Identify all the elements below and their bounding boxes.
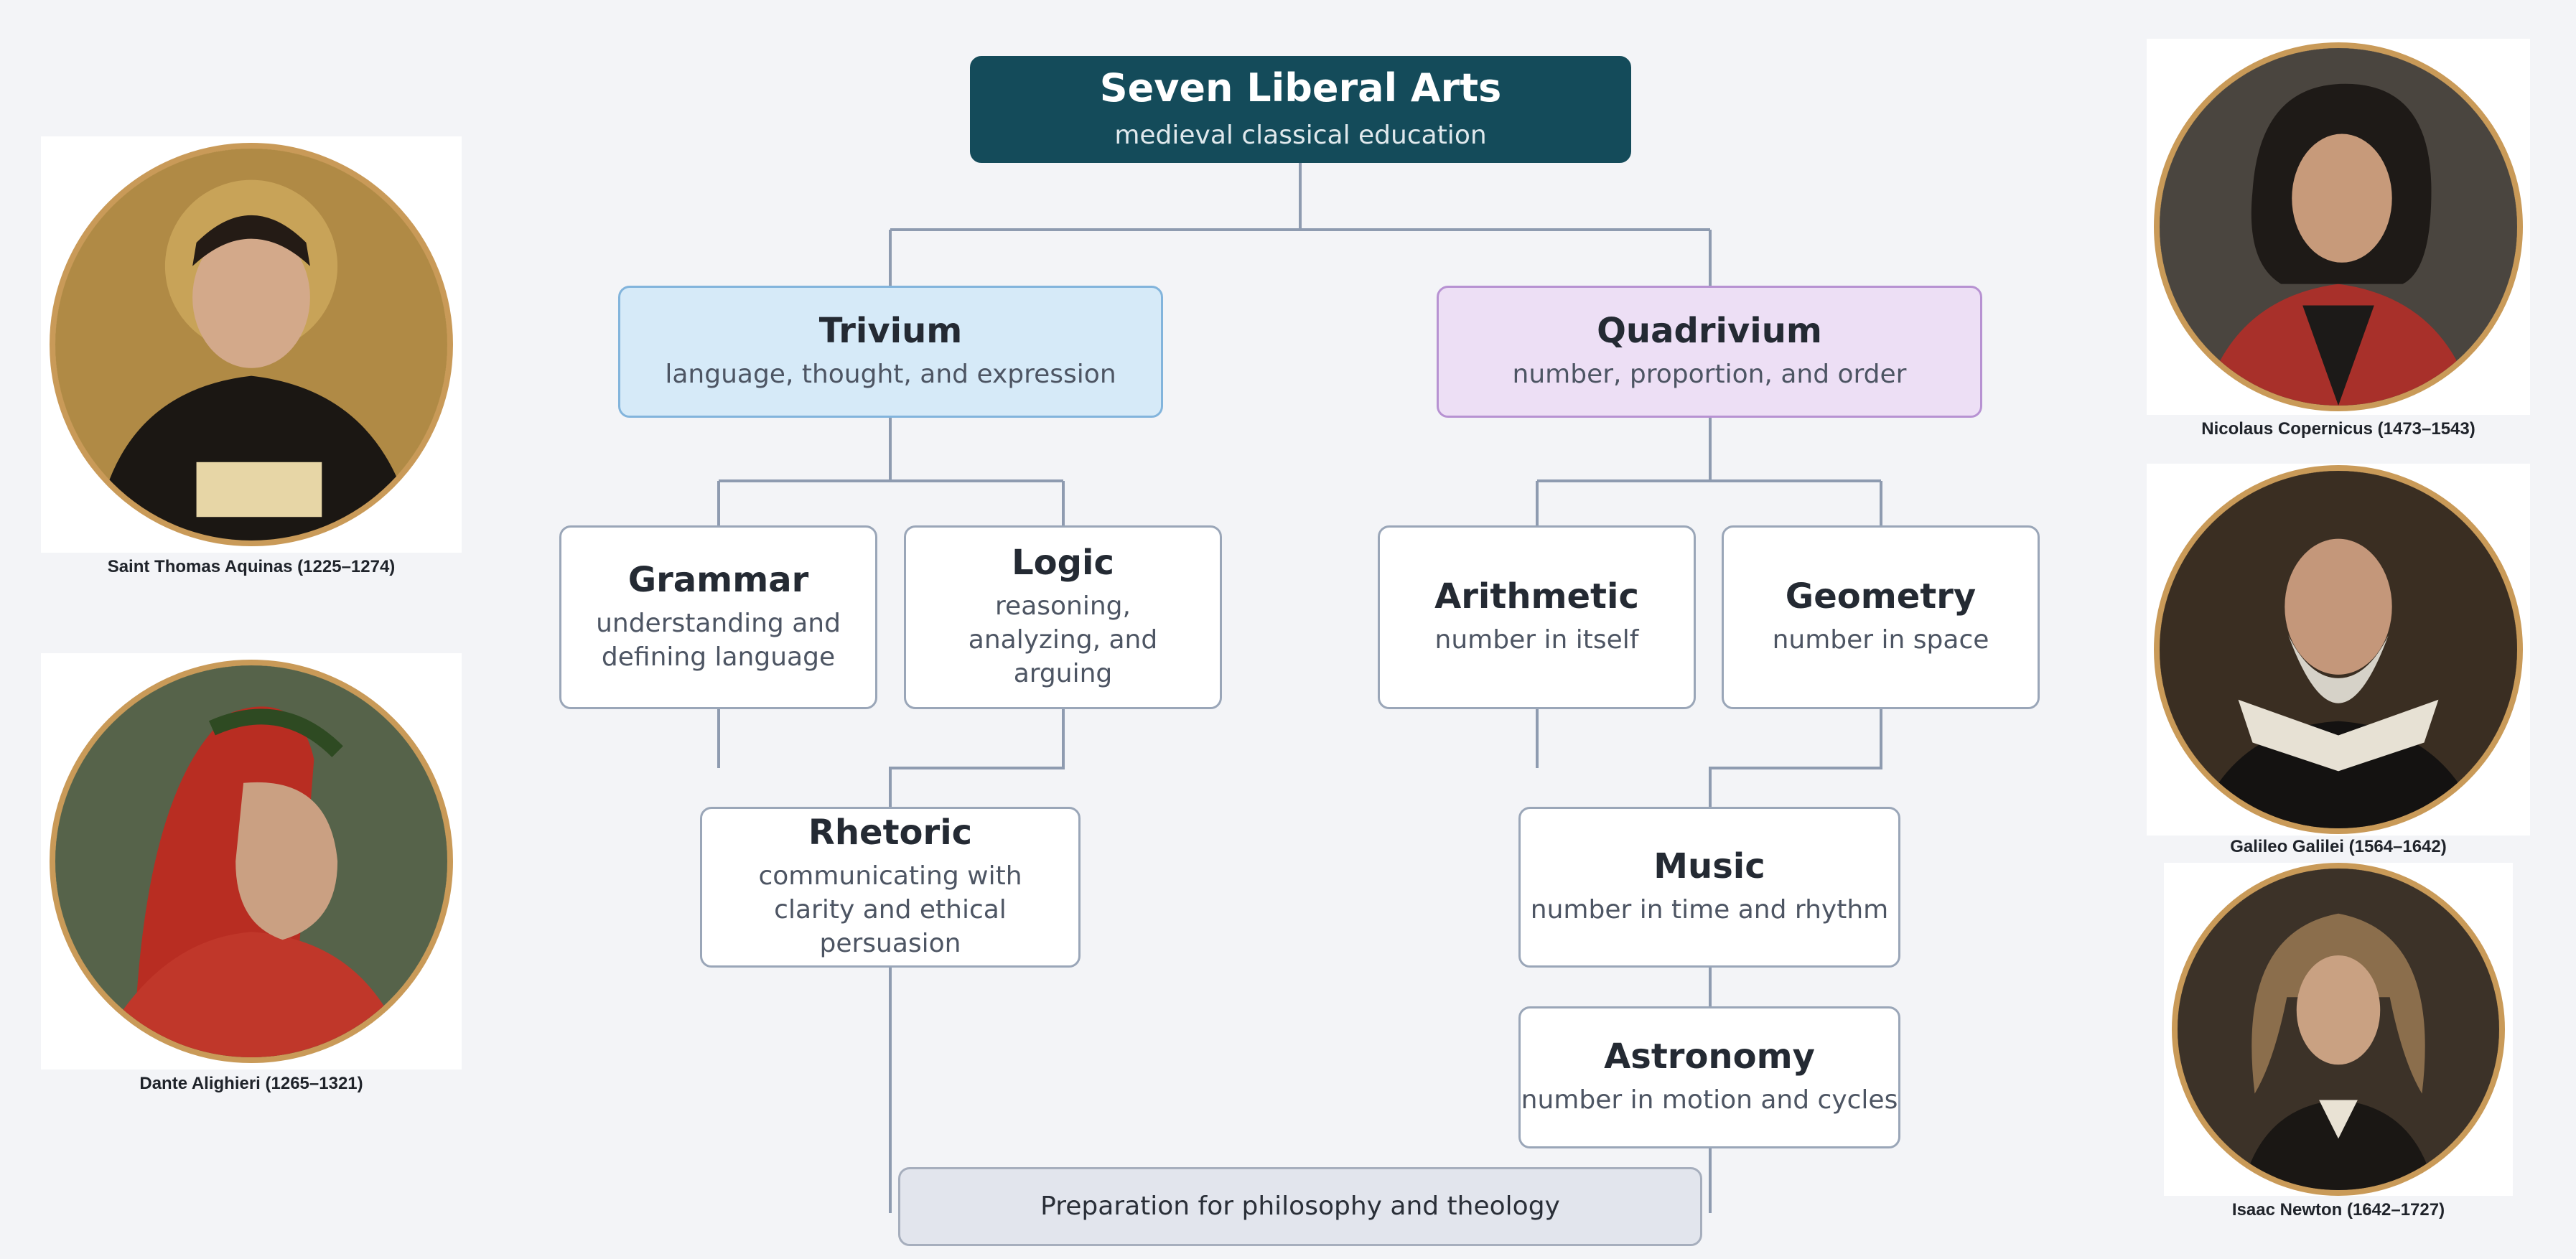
- rhetoric-node: Rhetoric communicating with clarity and …: [700, 807, 1081, 968]
- newton-image: [2178, 869, 2499, 1190]
- copernicus-caption: Nicolaus Copernicus (1473–1543): [2201, 419, 2475, 439]
- music-node: Music number in time and rhythm: [1518, 807, 1900, 968]
- trivium-title: Trivium: [818, 311, 963, 351]
- footer-node: Preparation for philosophy and theology: [898, 1167, 1702, 1246]
- galileo-portrait: [2147, 464, 2530, 836]
- logic-subtitle: reasoning, analyzing, and arguing: [968, 591, 1158, 688]
- trivium-subtitle: language, thought, and expression: [665, 360, 1116, 390]
- music-subtitle: number in time and rhythm: [1530, 895, 1889, 925]
- logic-title: Logic: [1012, 543, 1114, 584]
- dante-image: [55, 665, 447, 1057]
- arithmetic-subtitle: number in itself: [1434, 625, 1639, 655]
- root-subtitle: medieval classical education: [1114, 121, 1487, 151]
- newton-caption: Isaac Newton (1642–1727): [2231, 1200, 2445, 1220]
- rhetoric-title: Rhetoric: [808, 813, 973, 853]
- galileo-caption: Galileo Galilei (1564–1642): [2230, 837, 2447, 856]
- geometry-title: Geometry: [1785, 576, 1977, 617]
- grammar-node: Grammar understanding and defining langu…: [559, 525, 877, 709]
- geometry-node: Geometry number in space: [1722, 525, 2040, 709]
- aquinas-portrait: [41, 136, 462, 553]
- quadrivium-subtitle: number, proportion, and order: [1512, 360, 1907, 390]
- galileo-image: [2160, 471, 2517, 828]
- newton-portrait: [2164, 863, 2513, 1196]
- grammar-title: Grammar: [627, 559, 809, 600]
- aquinas-caption: Saint Thomas Aquinas (1225–1274): [107, 557, 396, 576]
- logic-node: Logic reasoning, analyzing, and arguing: [904, 525, 1222, 709]
- aquinas-image: [55, 149, 447, 540]
- quadrivium-node: Quadrivium number, proportion, and order: [1437, 286, 1982, 418]
- rhetoric-subtitle: communicating with clarity and ethical p…: [758, 861, 1022, 958]
- copernicus-portrait: [2147, 39, 2530, 415]
- arithmetic-node: Arithmetic number in itself: [1378, 525, 1696, 709]
- dante-portrait: [41, 653, 462, 1070]
- root-node: Seven Liberal Arts medieval classical ed…: [970, 56, 1631, 163]
- quadrivium-title: Quadrivium: [1597, 311, 1822, 351]
- trivium-node: Trivium language, thought, and expressio…: [618, 286, 1163, 418]
- footer-text: Preparation for philosophy and theology: [1040, 1191, 1560, 1221]
- copernicus-image: [2160, 48, 2517, 406]
- geometry-subtitle: number in space: [1772, 625, 1989, 655]
- astronomy-subtitle: number in motion and cycles: [1521, 1085, 1898, 1115]
- astronomy-node: Astronomy number in motion and cycles: [1518, 1006, 1900, 1148]
- root-title: Seven Liberal Arts: [1099, 65, 1502, 111]
- music-title: Music: [1653, 846, 1765, 886]
- dante-caption: Dante Alighieri (1265–1321): [139, 1074, 363, 1093]
- astronomy-title: Astronomy: [1604, 1036, 1815, 1077]
- arithmetic-title: Arithmetic: [1434, 576, 1639, 617]
- grammar-subtitle: understanding and defining language: [596, 608, 841, 672]
